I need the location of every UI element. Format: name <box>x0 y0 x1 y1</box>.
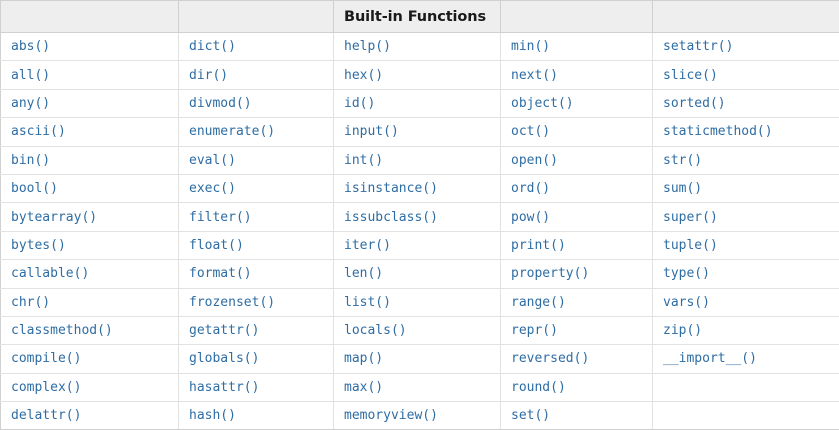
table-row: chr()frozenset()list()range()vars() <box>1 288 839 316</box>
function-name-cell[interactable]: enumerate() <box>179 118 334 146</box>
function-name-cell[interactable]: str() <box>653 146 839 174</box>
function-name-cell[interactable]: int() <box>334 146 501 174</box>
table-row: classmethod()getattr()locals()repr()zip(… <box>1 316 839 344</box>
function-name-cell[interactable]: abs() <box>1 33 179 61</box>
function-name-cell[interactable]: delattr() <box>1 402 179 430</box>
table-header-cell-empty <box>1 1 179 33</box>
table-header-cell-empty <box>501 1 653 33</box>
function-name-cell[interactable]: divmod() <box>179 89 334 117</box>
table-body: abs()dict()help()min()setattr()all()dir(… <box>1 33 839 430</box>
table-row: bytearray()filter()issubclass()pow()supe… <box>1 203 839 231</box>
function-name-cell[interactable]: filter() <box>179 203 334 231</box>
function-name-cell[interactable]: slice() <box>653 61 839 89</box>
function-name-cell[interactable]: object() <box>501 89 653 117</box>
table-row: bytes()float()iter()print()tuple() <box>1 231 839 259</box>
function-name-cell[interactable]: callable() <box>1 260 179 288</box>
function-name-cell[interactable]: list() <box>334 288 501 316</box>
table-row: abs()dict()help()min()setattr() <box>1 33 839 61</box>
function-name-cell[interactable]: complex() <box>1 373 179 401</box>
function-name-cell[interactable]: locals() <box>334 316 501 344</box>
table-cell-empty <box>653 402 839 430</box>
table-row: bin()eval()int()open()str() <box>1 146 839 174</box>
function-name-cell[interactable]: memoryview() <box>334 402 501 430</box>
function-name-cell[interactable]: sorted() <box>653 89 839 117</box>
function-name-cell[interactable]: frozenset() <box>179 288 334 316</box>
function-name-cell[interactable]: help() <box>334 33 501 61</box>
page-title: Built-in Functions <box>334 1 501 33</box>
function-name-cell[interactable]: bytearray() <box>1 203 179 231</box>
function-name-cell[interactable]: print() <box>501 231 653 259</box>
function-name-cell[interactable]: compile() <box>1 345 179 373</box>
function-name-cell[interactable]: isinstance() <box>334 174 501 202</box>
function-name-cell[interactable]: dict() <box>179 33 334 61</box>
function-name-cell[interactable]: set() <box>501 402 653 430</box>
function-name-cell[interactable]: id() <box>334 89 501 117</box>
table-row: any()divmod()id()object()sorted() <box>1 89 839 117</box>
function-name-cell[interactable]: open() <box>501 146 653 174</box>
function-name-cell[interactable]: float() <box>179 231 334 259</box>
table-header: Built-in Functions <box>1 1 839 33</box>
function-name-cell[interactable]: iter() <box>334 231 501 259</box>
function-name-cell[interactable]: any() <box>1 89 179 117</box>
function-name-cell[interactable]: zip() <box>653 316 839 344</box>
function-name-cell[interactable]: map() <box>334 345 501 373</box>
function-name-cell[interactable]: setattr() <box>653 33 839 61</box>
table-header-cell-empty <box>179 1 334 33</box>
function-name-cell[interactable]: type() <box>653 260 839 288</box>
function-name-cell[interactable]: bytes() <box>1 231 179 259</box>
function-name-cell[interactable]: eval() <box>179 146 334 174</box>
function-name-cell[interactable]: format() <box>179 260 334 288</box>
table-row: all()dir()hex()next()slice() <box>1 61 839 89</box>
table-row: bool()exec()isinstance()ord()sum() <box>1 174 839 202</box>
function-name-cell[interactable]: ascii() <box>1 118 179 146</box>
function-name-cell[interactable]: classmethod() <box>1 316 179 344</box>
function-name-cell[interactable]: property() <box>501 260 653 288</box>
function-name-cell[interactable]: vars() <box>653 288 839 316</box>
function-name-cell[interactable]: exec() <box>179 174 334 202</box>
function-name-cell[interactable]: bool() <box>1 174 179 202</box>
function-name-cell[interactable]: super() <box>653 203 839 231</box>
table-row: callable()format()len()property()type() <box>1 260 839 288</box>
function-name-cell[interactable]: globals() <box>179 345 334 373</box>
table-cell-empty <box>653 373 839 401</box>
function-name-cell[interactable]: hex() <box>334 61 501 89</box>
function-name-cell[interactable]: __import__() <box>653 345 839 373</box>
function-name-cell[interactable]: all() <box>1 61 179 89</box>
table-row: ascii()enumerate()input()oct()staticmeth… <box>1 118 839 146</box>
function-name-cell[interactable]: max() <box>334 373 501 401</box>
table-row: complex()hasattr()max()round() <box>1 373 839 401</box>
function-name-cell[interactable]: pow() <box>501 203 653 231</box>
function-name-cell[interactable]: getattr() <box>179 316 334 344</box>
function-name-cell[interactable]: repr() <box>501 316 653 344</box>
function-name-cell[interactable]: tuple() <box>653 231 839 259</box>
function-name-cell[interactable]: oct() <box>501 118 653 146</box>
function-name-cell[interactable]: reversed() <box>501 345 653 373</box>
function-name-cell[interactable]: hasattr() <box>179 373 334 401</box>
function-name-cell[interactable]: next() <box>501 61 653 89</box>
function-name-cell[interactable]: staticmethod() <box>653 118 839 146</box>
table-header-cell-empty <box>653 1 839 33</box>
function-name-cell[interactable]: sum() <box>653 174 839 202</box>
function-name-cell[interactable]: input() <box>334 118 501 146</box>
table-row: delattr()hash()memoryview()set() <box>1 402 839 430</box>
table-header-row: Built-in Functions <box>1 1 839 33</box>
function-name-cell[interactable]: round() <box>501 373 653 401</box>
function-name-cell[interactable]: min() <box>501 33 653 61</box>
function-name-cell[interactable]: bin() <box>1 146 179 174</box>
function-name-cell[interactable]: hash() <box>179 402 334 430</box>
function-name-cell[interactable]: range() <box>501 288 653 316</box>
function-name-cell[interactable]: ord() <box>501 174 653 202</box>
function-name-cell[interactable]: len() <box>334 260 501 288</box>
table-row: compile()globals()map()reversed()__impor… <box>1 345 839 373</box>
function-name-cell[interactable]: issubclass() <box>334 203 501 231</box>
function-name-cell[interactable]: dir() <box>179 61 334 89</box>
function-name-cell[interactable]: chr() <box>1 288 179 316</box>
